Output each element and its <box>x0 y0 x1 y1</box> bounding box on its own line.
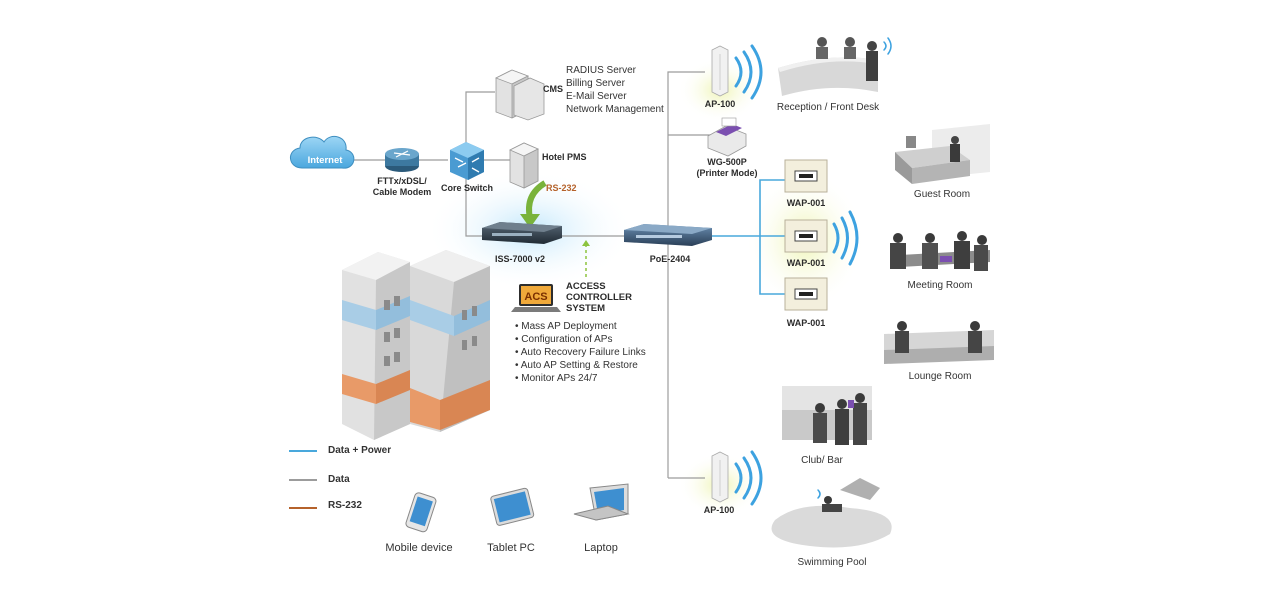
swimming-pool-illustration: Swimming Pool <box>771 478 892 568</box>
acs-title: ACCESS CONTROLLER SYSTEM <box>566 281 632 314</box>
cms-server-icon: CMS <box>495 69 563 121</box>
wap-3-label: WAP-001 <box>787 318 826 328</box>
connection-lines <box>347 71 785 479</box>
internet-cloud: Internet <box>290 135 355 169</box>
cms-service-2: Billing Server <box>566 78 626 89</box>
hotel-pms-icon: Hotel PMS RS-232 <box>509 142 587 193</box>
ap-bottom-label: AP-100 <box>704 505 735 515</box>
hotel-pms-label: Hotel PMS <box>542 152 587 162</box>
hotel-building-illustration <box>342 250 490 440</box>
core-switch-label: Core Switch <box>441 183 493 193</box>
tablet-icon: Tablet PC <box>487 487 535 554</box>
wap-2-label: WAP-001 <box>787 258 826 268</box>
lounge-room-label: Lounge Room <box>909 371 972 382</box>
legend-rs232-label: RS-232 <box>328 500 362 511</box>
iss-controller-icon: ISS-7000 v2 <box>482 222 562 264</box>
printer-label-1: WG-500P <box>707 157 747 167</box>
poe-switch-label: PoE-2404 <box>650 254 691 264</box>
reception-illustration: Reception / Front Desk <box>777 37 892 113</box>
wap-2-icon: WAP-001 <box>784 210 859 268</box>
mobile-device-icon: Mobile device <box>385 492 453 554</box>
acs-title-2: CONTROLLER <box>566 292 632 303</box>
swimming-pool-label: Swimming Pool <box>798 557 867 568</box>
reception-label: Reception / Front Desk <box>777 102 880 113</box>
laptop-icon: Laptop <box>573 483 630 554</box>
mobile-device-label: Mobile device <box>385 542 452 554</box>
meeting-room-illustration: Meeting Room <box>890 231 990 291</box>
acs-logo-text: ACS <box>524 291 547 303</box>
tablet-label: Tablet PC <box>487 542 535 554</box>
ap-top-label: AP-100 <box>705 99 736 109</box>
laptop-label: Laptop <box>584 542 618 554</box>
acs-laptop-icon: ACS <box>511 284 561 312</box>
modem-label-1: FTTx/xDSL/ <box>377 176 427 186</box>
acs-feature-2: • Configuration of APs <box>515 334 612 345</box>
wap-3-icon: WAP-001 <box>784 277 828 328</box>
club-bar-illustration: Club/ Bar <box>782 386 872 466</box>
wap-1-label: WAP-001 <box>787 198 826 208</box>
controller-label: ISS-7000 v2 <box>495 254 545 264</box>
ap-top-icon: AP-100 <box>705 44 763 109</box>
club-bar-label: Club/ Bar <box>801 455 843 466</box>
acs-feature-4: • Auto AP Setting & Restore <box>515 360 638 371</box>
cms-service-1: RADIUS Server <box>566 65 637 76</box>
cms-services-list: RADIUS Server Billing Server E-Mail Serv… <box>566 65 664 115</box>
guest-room-illustration: Guest Room <box>895 124 990 200</box>
acs-title-1: ACCESS <box>566 281 606 292</box>
modem-label-2: Cable Modem <box>373 187 432 197</box>
acs-feature-3: • Auto Recovery Failure Links <box>515 347 646 358</box>
legend-data-power-label: Data + Power <box>328 445 391 456</box>
meeting-room-label: Meeting Room <box>907 280 972 291</box>
internet-label: Internet <box>308 155 344 166</box>
cms-service-3: E-Mail Server <box>566 91 627 102</box>
cms-label: CMS <box>543 84 563 94</box>
printer-icon: WG-500P (Printer Mode) <box>696 117 758 178</box>
ap-bottom-icon: AP-100 <box>704 450 763 515</box>
rs232-tag: RS-232 <box>546 183 577 193</box>
legend-data-label: Data <box>328 474 350 485</box>
lounge-room-illustration: Lounge Room <box>884 321 994 382</box>
acs-feature-list: • Mass AP Deployment • Configuration of … <box>515 321 646 384</box>
wap-1-icon: WAP-001 <box>784 159 828 208</box>
acs-feature-1: • Mass AP Deployment <box>515 321 617 332</box>
printer-label-2: (Printer Mode) <box>696 168 757 178</box>
cms-service-4: Network Management <box>566 104 664 115</box>
legend: Data + Power Data RS-232 <box>289 445 391 511</box>
modem-router-icon: FTTx/xDSL/ Cable Modem <box>373 148 432 197</box>
guest-room-label: Guest Room <box>914 189 970 200</box>
poe-switch-icon: PoE-2404 <box>624 224 712 264</box>
acs-feature-5: • Monitor APs 24/7 <box>515 373 598 384</box>
acs-title-3: SYSTEM <box>566 303 605 314</box>
core-switch-icon: Core Switch <box>441 142 493 193</box>
